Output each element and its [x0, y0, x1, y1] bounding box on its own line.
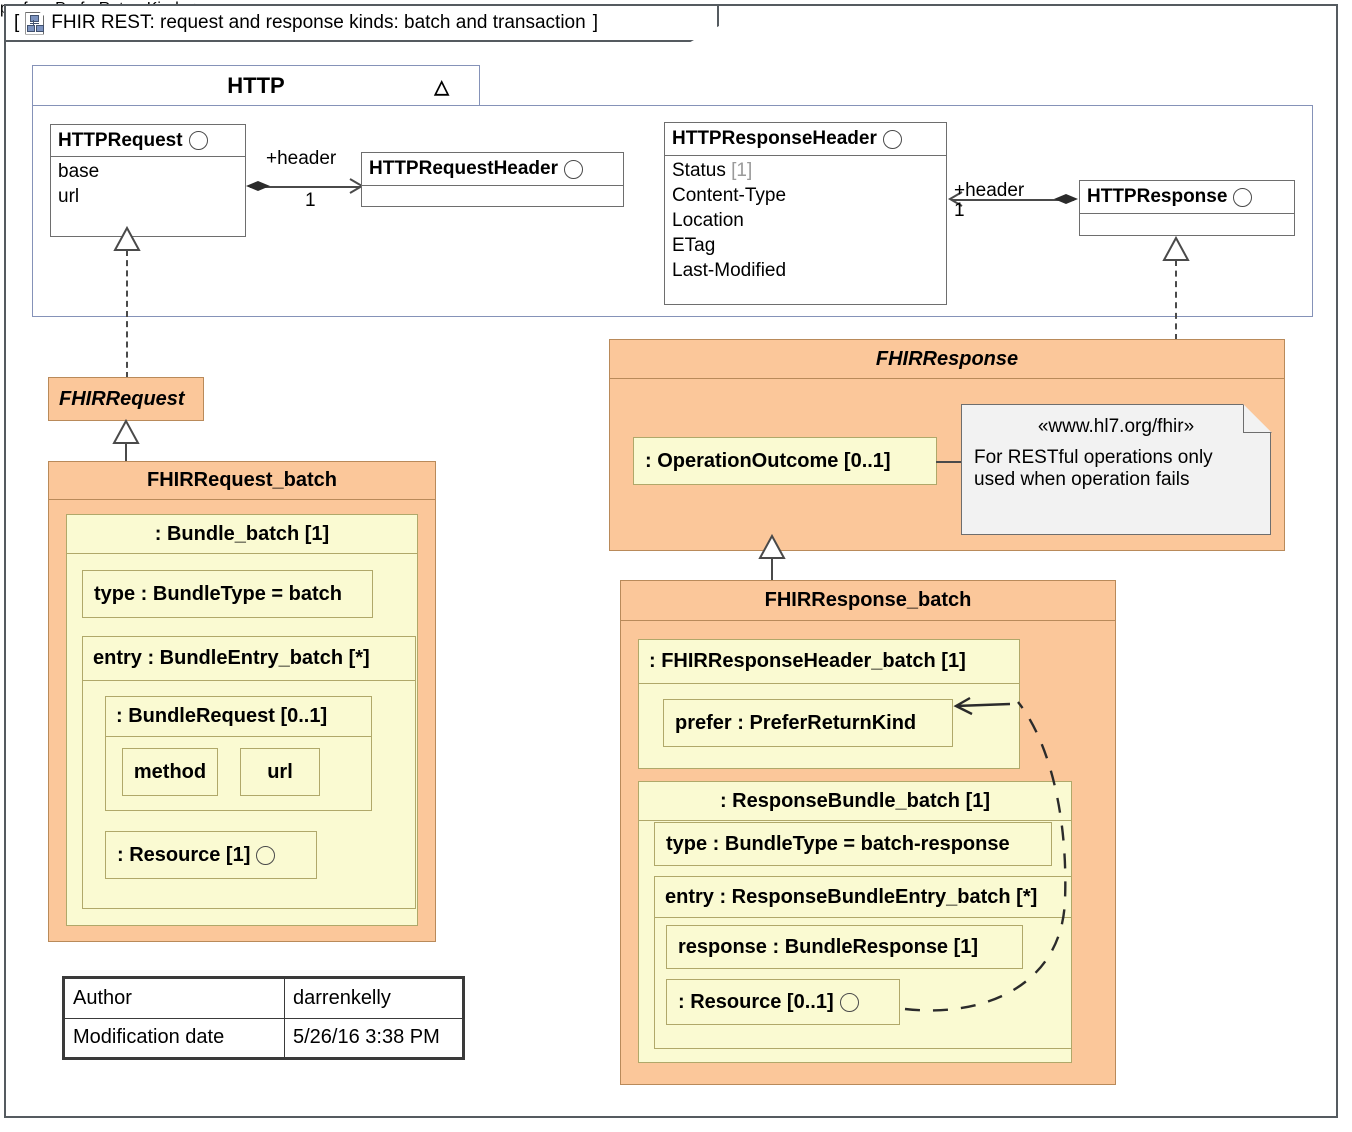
part-fhir-response-header-batch-title: : FHIRResponseHeader_batch [1] [639, 640, 1019, 684]
class-http-response-name: HTTPResponse [1087, 186, 1228, 207]
table-row: Modification date 5/26/16 3:38 PM [64, 1017, 463, 1058]
field-url: url [240, 748, 320, 796]
class-http-request-attributes: base url [51, 157, 245, 209]
note-line-1: For RESTful operations only [974, 447, 1213, 468]
class-http-request[interactable]: HTTPRequest base url [50, 124, 246, 237]
class-http-request-header-title: HTTPRequestHeader [362, 153, 623, 186]
interface-circle-icon [564, 159, 583, 179]
part-resource-response-title: : Resource [0..1] [678, 990, 834, 1013]
class-http-response-header-box[interactable]: HTTPResponseHeader Status [1] Content-Ty… [664, 122, 947, 305]
note-line-2: used when operation fails [974, 469, 1190, 490]
interface-circle-icon [256, 845, 276, 865]
class-http-response-header-attributes: Status [1] Content-Type Location ETag La… [665, 156, 946, 283]
part-response-bundle-batch-title: : ResponseBundle_batch [1] [639, 782, 1071, 821]
class-http-response-box[interactable]: HTTPResponse [1079, 180, 1295, 236]
class-fhir-request-batch-name: FHIRRequest_batch [49, 462, 435, 500]
attribute: url [58, 186, 80, 207]
assoc-mult-response-header: 1 [954, 200, 965, 221]
class-http-request-header-attributes [362, 186, 623, 188]
part-operation-outcome: : OperationOutcome [0..1] [633, 437, 937, 485]
class-fhir-response-name: FHIRResponse [610, 340, 1284, 379]
class-http-response-header-name: HTTPResponseHeader [672, 128, 877, 149]
attribute: Last-Modified [672, 260, 787, 281]
attribute-status: Status [1] [672, 158, 946, 183]
generalization-line-fhirresponsebatch [771, 558, 773, 582]
generalization-line-fhirrequestbatch [125, 443, 127, 465]
class-fhir-request-name: FHIRRequest [49, 378, 203, 420]
part-bundle-batch-title: : Bundle_batch [1] [67, 515, 417, 554]
note-stereotype: «www.hl7.org/fhir» [1037, 416, 1195, 437]
attribute-status-mult: [1] [731, 160, 753, 181]
triangle-icon: △ [434, 77, 449, 98]
interface-circle-icon [882, 129, 902, 149]
attribute: ETag [672, 235, 716, 256]
class-http-request-header-box[interactable]: HTTPRequestHeader [361, 152, 624, 207]
prop-response-bundle-type: type : BundleType = batch-response [654, 822, 1052, 866]
class-http-response-attributes [1080, 214, 1294, 216]
interface-circle-icon [1233, 187, 1253, 207]
assoc-line-request-header [250, 186, 360, 188]
meta-label-author: Author [64, 978, 285, 1019]
assoc-role-request-header: +header [266, 148, 337, 169]
note-box: «www.hl7.org/fhir» For RESTful operation… [961, 404, 1271, 535]
field-method: method [122, 748, 218, 796]
note-anchor-line [936, 461, 962, 463]
attribute: Location [672, 210, 744, 231]
diagram-doc-icon [25, 11, 45, 35]
meta-label-modified: Modification date [64, 1017, 285, 1058]
attribute: Content-Type [672, 185, 787, 206]
meta-value-modified: 5/26/16 3:38 PM [284, 1017, 463, 1058]
class-http-request-name: HTTPRequest [58, 129, 183, 151]
diagram-title-tab: [ FHIR REST: request and response kinds:… [4, 4, 719, 42]
part-resource-request-title: : Resource [1] [117, 843, 251, 866]
class-http-request-header: HTTPRequest [51, 125, 245, 157]
part-bundle-entry-batch-title: entry : BundleEntry_batch [*] [83, 637, 415, 681]
http-package-name: HTTP [227, 72, 285, 98]
bracket-close: ] [592, 12, 598, 33]
class-http-response-title: HTTPResponse [1080, 181, 1294, 214]
part-response-bundle-entry-batch-title: entry : ResponseBundleEntry_batch [*] [655, 877, 1071, 918]
class-fhir-request[interactable]: FHIRRequest [48, 377, 204, 421]
http-package-header: HTTP △ [32, 65, 480, 106]
attribute: base [58, 161, 100, 182]
part-resource-request[interactable]: : Resource [1] [105, 831, 317, 879]
prop-response-bundle-response: response : BundleResponse [1] [666, 925, 1023, 969]
part-bundle-request-title: : BundleRequest [0..1] [106, 697, 371, 737]
prop-prefer: prefer : PreferReturnKind [663, 699, 953, 747]
diagram-title: FHIR REST: request and response kinds: b… [51, 12, 586, 33]
interface-circle-icon [188, 131, 208, 150]
bracket-open: [ [14, 12, 20, 33]
prop-bundle-type: type : BundleType = batch [82, 570, 373, 618]
meta-value-author: darrenkelly [284, 978, 463, 1019]
assoc-line-response-header [952, 199, 1074, 201]
part-resource-response[interactable]: : Resource [0..1] [666, 979, 900, 1025]
realization-line-fhirresponse [1175, 260, 1177, 340]
class-http-request-header-name: HTTPRequestHeader [369, 158, 558, 179]
realization-line-fhirrequest [126, 250, 128, 378]
meta-table: Author darrenkelly Modification date 5/2… [62, 976, 465, 1060]
class-http-response-header-title: HTTPResponseHeader [665, 123, 946, 156]
table-row: Author darrenkelly [64, 978, 463, 1019]
assoc-mult-request-header: 1 [305, 190, 316, 211]
class-fhir-response-batch-name: FHIRResponse_batch [621, 581, 1115, 621]
assoc-role-response-header: +header [954, 180, 1025, 201]
attribute-status-name: Status [672, 160, 726, 181]
interface-circle-icon [839, 992, 859, 1012]
